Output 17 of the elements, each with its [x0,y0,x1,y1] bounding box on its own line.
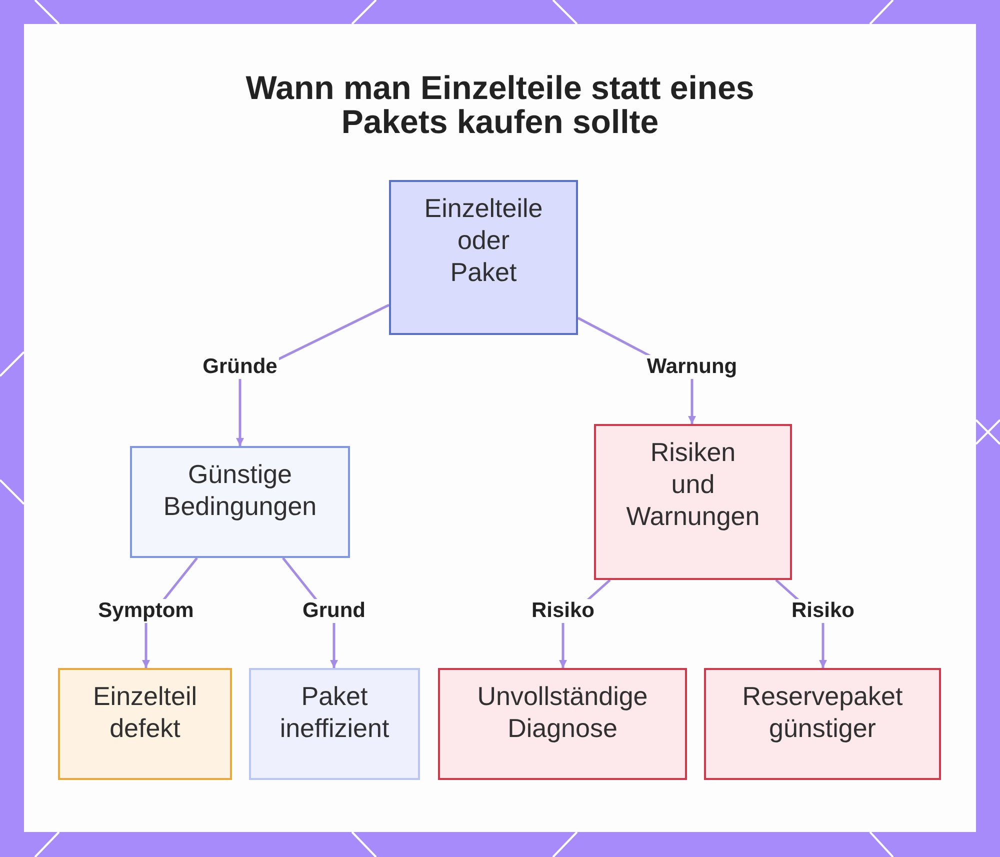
node-text: Einzelteile oder Paket [424,192,543,288]
process-box [130,446,350,558]
edge-label: Grund [300,599,368,623]
node-text: Risiken und Warnungen [626,436,760,532]
diagram-title: Wann man Einzelteile statt eines Pakets kaufen sollte [244,71,756,139]
node-text: Paket ineffizient [280,680,390,744]
node-text: Einzelteil defekt [92,680,198,744]
node-text: Unvollständige Diagnose [477,680,648,744]
process-box [389,180,578,335]
node-text: Günstige Bedingungen [163,458,317,522]
process-box [704,668,941,780]
edge-label: Gründe [200,355,280,379]
process-box [58,668,232,780]
node-text: Reservepaket günstiger [742,680,903,744]
process-box [249,668,420,780]
process-box [438,668,687,780]
process-box [594,424,792,580]
